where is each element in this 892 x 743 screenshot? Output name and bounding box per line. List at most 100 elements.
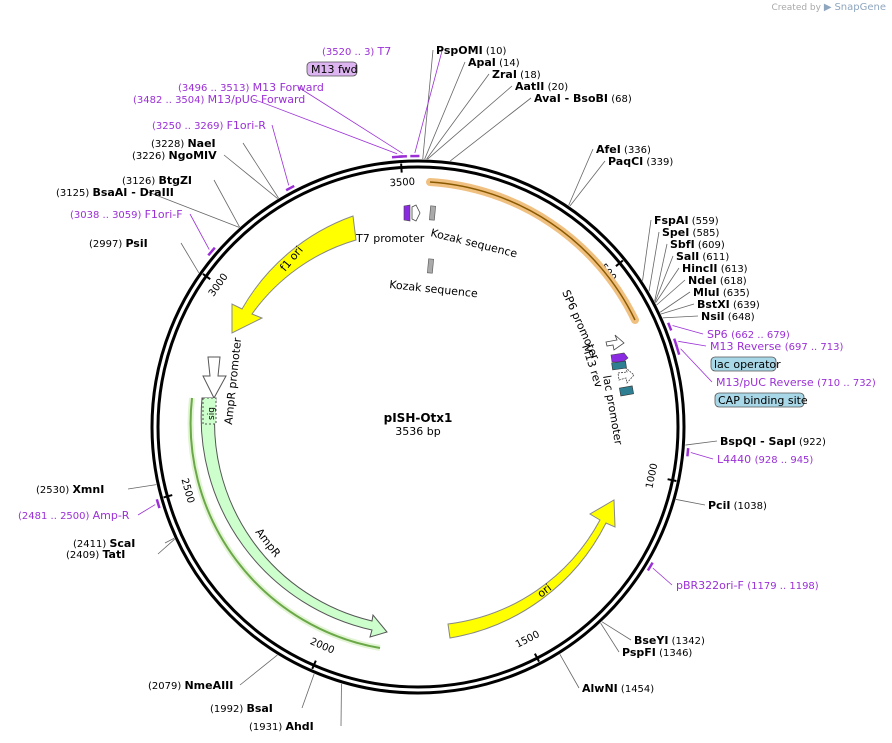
enzyme-position: (3228) xyxy=(151,139,187,150)
primer-leader-line xyxy=(189,213,210,250)
primer-mark xyxy=(646,561,654,572)
enzyme-label: (2409) TatI xyxy=(66,548,125,561)
enzyme-leader-line xyxy=(424,61,466,160)
primer-leader-line xyxy=(297,86,403,154)
tick-mark xyxy=(163,494,173,499)
primer-position: (662 .. 679) xyxy=(731,330,790,341)
primer-position: (710 .. 732) xyxy=(817,378,876,389)
enzyme-label: SpeI (585) xyxy=(662,226,720,239)
enzyme-name: AlwNI xyxy=(582,682,618,695)
primer-mark xyxy=(207,246,216,257)
enzyme-leader-line xyxy=(164,537,175,544)
enzyme-leader-line xyxy=(655,267,680,304)
enzyme-leader-line xyxy=(569,160,606,207)
enzyme-position: (611) xyxy=(699,252,729,263)
enzyme-leader-line xyxy=(301,673,315,709)
tick-mark xyxy=(202,273,211,280)
enzyme-name: PaqCI xyxy=(608,155,643,168)
enzyme-name: ScaI xyxy=(109,537,135,550)
enzyme-label: (2997) PsiI xyxy=(89,237,148,250)
enzyme-position: (609) xyxy=(695,240,725,251)
enzyme-leader-line xyxy=(660,303,695,315)
backbone-outer xyxy=(150,159,686,695)
enzyme-label: HincII (613) xyxy=(682,262,748,275)
enzyme-name: HincII xyxy=(682,262,718,275)
enzyme-label: (1992) BsaI xyxy=(210,702,273,715)
enzyme-name: AvaI xyxy=(534,92,561,105)
cap-site-box xyxy=(619,385,634,397)
primer-label: L4440 (928 .. 945) xyxy=(717,453,813,466)
enzyme-label: NsiI (648) xyxy=(701,310,755,323)
snapgene-logo-icon: ▶ xyxy=(823,2,832,13)
primer-leader-line xyxy=(678,340,707,347)
enzyme-position: (20) xyxy=(544,82,568,93)
ampr-green-glow xyxy=(187,397,381,651)
tick-mark xyxy=(311,660,317,670)
primer-position: (697 .. 713) xyxy=(785,342,844,353)
enzyme-position: (1342) xyxy=(668,636,705,647)
enzyme-name: NaeI xyxy=(187,137,215,150)
primer-name: F1ori-F xyxy=(145,208,183,221)
primer-name: pBR322ori-F xyxy=(676,579,747,592)
enzyme-leader-line xyxy=(427,85,513,160)
enzyme-name: PspOMI xyxy=(436,44,483,57)
enzyme-position: (618) xyxy=(717,276,747,287)
m13-fwd-label: M13 fwd xyxy=(311,63,358,76)
primer-name: L4440 xyxy=(717,453,755,466)
tick-label: 2000 xyxy=(308,636,336,656)
primer-position: (1179 .. 1198) xyxy=(747,581,819,592)
enzyme-label: (3125) BsaAI - DraIII xyxy=(56,186,174,199)
tick-label: 3000 xyxy=(207,272,231,299)
ampr-promoter-arrow xyxy=(202,356,227,400)
enzyme-name: PsiI xyxy=(125,237,147,250)
enzyme-label: FspAI (559) xyxy=(654,214,719,227)
primer-label: (3482 .. 3504) M13/pUC Forward xyxy=(133,93,305,106)
enzyme-leader-line xyxy=(213,179,240,228)
watermark-prefix: Created by xyxy=(771,3,821,13)
site-labels: PspOMI (10)ApaI (14)ZraI (18)AatII (20)A… xyxy=(18,44,876,733)
enzyme-leader-line xyxy=(147,191,240,228)
enzyme-position: (1992) xyxy=(210,704,246,715)
primer-leader-line xyxy=(672,325,704,335)
enzyme-label: AlwNI (1454) xyxy=(582,682,654,695)
backbone-inner xyxy=(156,165,680,689)
enzyme-leader-line xyxy=(127,484,157,490)
enzyme-label: PspFI (1346) xyxy=(622,646,692,659)
sp6-promoter-arrow xyxy=(605,334,625,351)
enzyme-leader-line xyxy=(654,255,674,303)
enzyme-position: (3125) xyxy=(56,188,92,199)
kozak-sequence-label-2: Kozak sequence xyxy=(389,278,479,300)
enzyme-name: BspQI xyxy=(720,435,756,448)
primer-position: (3520 .. 3) xyxy=(322,47,378,58)
enzyme-name: BsaI xyxy=(246,702,272,715)
ori-arrow xyxy=(447,499,616,639)
enzyme-leader-line xyxy=(662,315,699,319)
enzyme-position: (922) xyxy=(796,437,826,448)
enzyme-leader-line xyxy=(568,148,594,206)
enzyme-name: AatII xyxy=(515,80,544,93)
primer-label: (3250 .. 3269) F1ori-R xyxy=(152,119,266,132)
enzyme-name: SalI xyxy=(676,250,699,263)
primer-leader-line xyxy=(690,452,714,460)
cap-site-label-box xyxy=(714,392,805,408)
primer-name: M13 Forward xyxy=(253,81,324,94)
enzyme-label: BseYI (1342) xyxy=(634,634,705,647)
watermark-brand: SnapGene xyxy=(834,2,886,13)
enzyme-position: (1931) xyxy=(249,722,285,733)
primer-name: F1ori-R xyxy=(227,119,267,132)
enzyme-leader-line xyxy=(559,654,580,689)
lac-promoter-arrow xyxy=(617,366,635,384)
enzyme-position: (68) xyxy=(608,94,632,105)
primer-position: (3482 .. 3504) xyxy=(133,95,208,106)
enzyme-position: (10) xyxy=(483,46,507,57)
enzyme-position: (1038) xyxy=(730,501,767,512)
primer-label: (2481 .. 2500) Amp-R xyxy=(18,509,130,522)
enzyme-label: (2411) ScaI xyxy=(73,537,135,550)
enzyme-leader-line xyxy=(239,654,278,686)
primer-label: (3520 .. 3) T7 xyxy=(322,45,391,58)
primer-name: SP6 xyxy=(707,328,731,341)
enzyme-name: BtgZI xyxy=(158,174,192,187)
primer-label: (3038 .. 3059) F1ori-F xyxy=(70,208,183,221)
primer-leader-line xyxy=(414,50,443,154)
enzyme-leader-line xyxy=(180,242,200,274)
